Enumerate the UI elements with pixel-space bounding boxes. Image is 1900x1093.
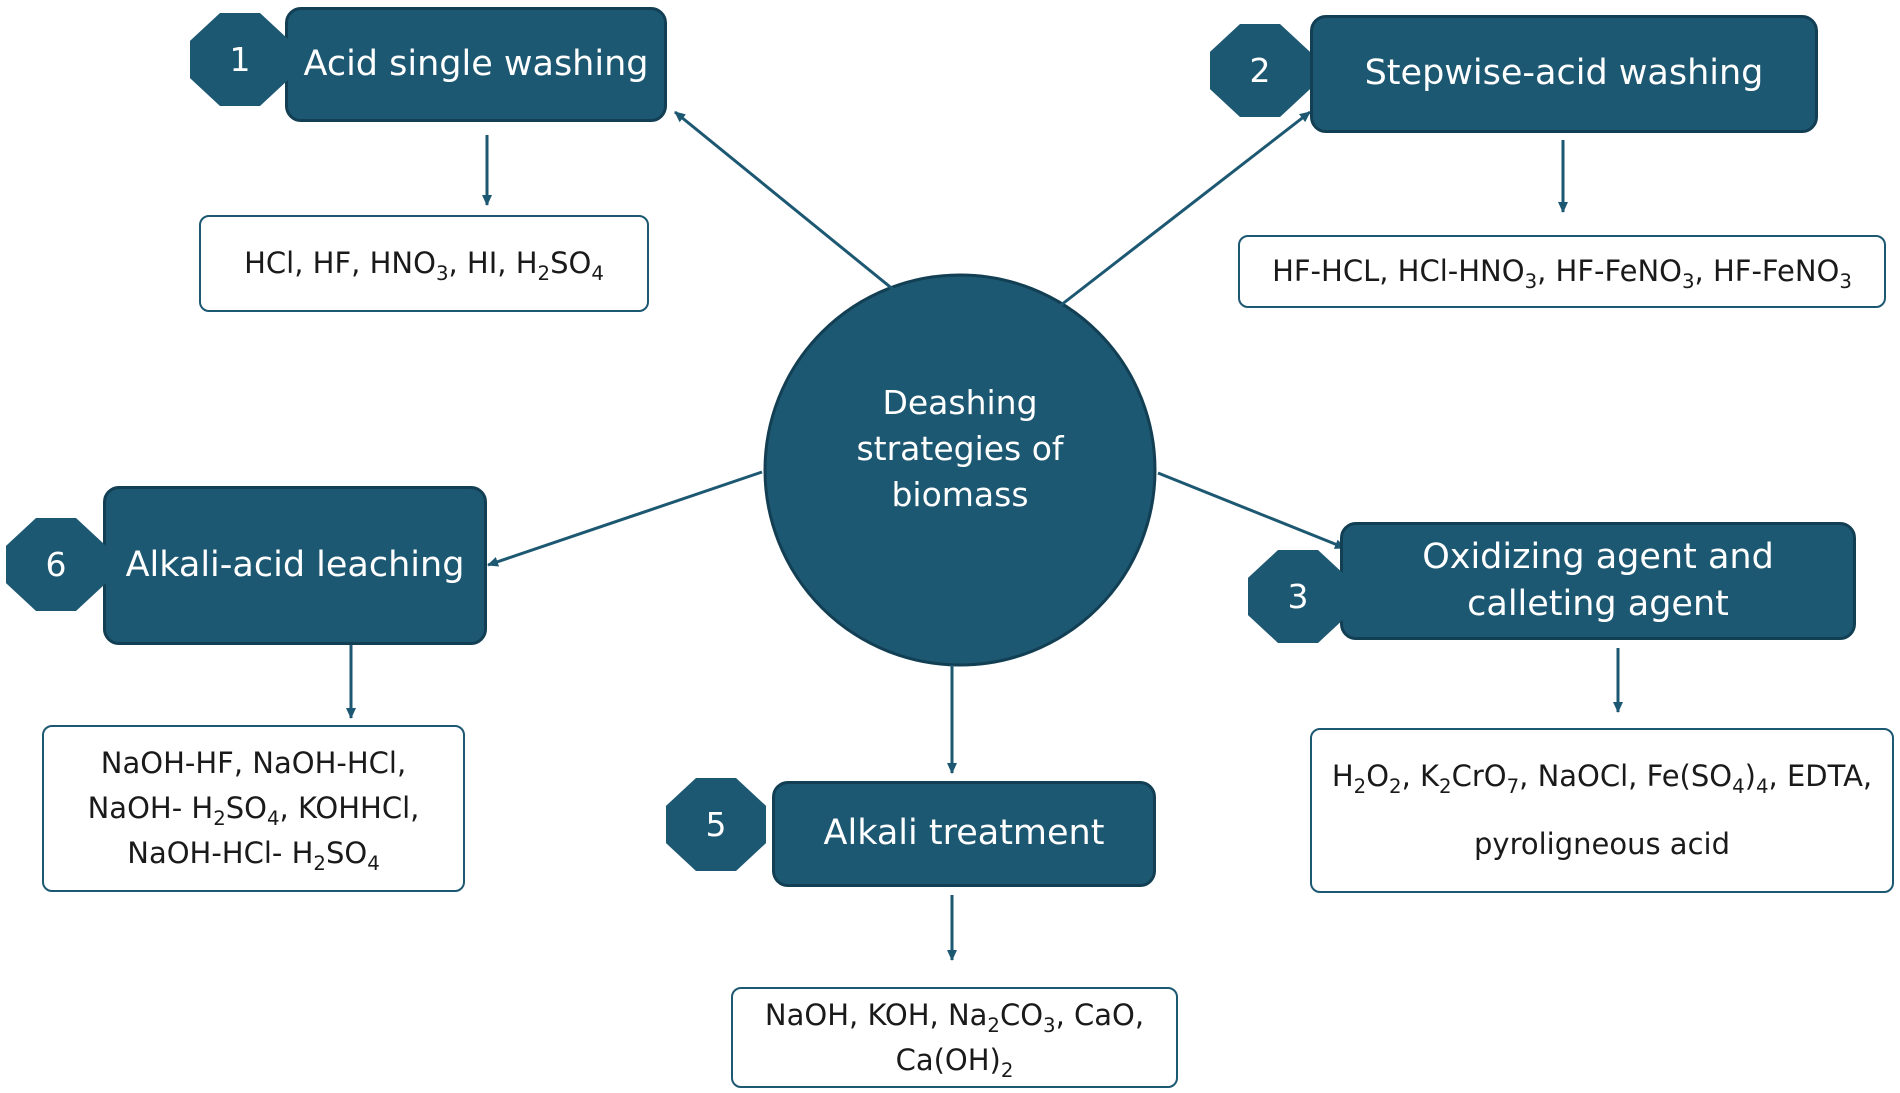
- strategy-5-header: Alkali treatment: [772, 781, 1156, 887]
- connector-to-alkali-acid-leaching: [487, 470, 763, 567]
- strategy-5-title: Alkali treatment: [823, 813, 1105, 854]
- strategy-2-agents: HF-HCL, HCl-HNO3, HF-FeNO3, HF-FeNO3: [1272, 254, 1852, 293]
- strategy-3-header: Oxidizing agent and calleting agent: [1340, 522, 1856, 640]
- strategy-5-number: 5: [705, 805, 727, 844]
- center-title-line-1: Deashing: [882, 383, 1038, 422]
- strategy-1-number: 1: [229, 40, 251, 79]
- strategy-6-number: 6: [45, 545, 67, 584]
- strategy-3-agents-line-2: pyroligneous acid: [1474, 826, 1730, 861]
- strategy-6-number-badge: 6: [6, 518, 106, 611]
- center-title-line-2: strategies of: [856, 429, 1064, 469]
- center-circle: [763, 273, 1157, 667]
- strategy-3-agents-line-1: H2O2, K2CrO7, NaOCl, Fe(SO4)4, EDTA,: [1331, 758, 1873, 798]
- strategy-2-agents-box: HF-HCL, HCl-HNO3, HF-FeNO3, HF-FeNO3: [1238, 235, 1886, 308]
- connector-to-oxidizing-agent: [1157, 471, 1346, 550]
- strategy-6-agents-line-1: NaOH-HF, NaOH-HCl,: [100, 746, 407, 781]
- strategy-5-agents-box: NaOH, KOH, Na2CO3, CaO, Ca(OH)2: [731, 987, 1178, 1088]
- strategy-1-number-badge: 1: [190, 13, 290, 106]
- strategy-2-number-badge: 2: [1210, 24, 1310, 117]
- strategy-2-number: 2: [1249, 51, 1271, 90]
- strategy-5-agents-line-1: NaOH, KOH, Na2CO3, CaO,: [764, 997, 1145, 1037]
- connector-to-stepwise-acid-washing: [1051, 110, 1311, 314]
- strategy-1-agents: HCl, HF, HNO3, HI, H2SO4: [244, 246, 604, 285]
- strategy-1-header: Acid single washing: [285, 7, 667, 122]
- strategy-6-agents-line-3: NaOH-HCl- H2SO4: [127, 835, 380, 875]
- strategy-5-number-badge: 5: [666, 778, 766, 871]
- strategy-3-number-badge: 3: [1248, 550, 1348, 643]
- strategy-3-number: 3: [1287, 577, 1309, 616]
- strategy-6-title: Alkali-acid leaching: [125, 544, 465, 585]
- strategy-1-agents-box: HCl, HF, HNO3, HI, H2SO4: [199, 215, 649, 312]
- strategy-5-agents-line-2: Ca(OH)2: [895, 1042, 1014, 1082]
- strategy-6-header: Alkali-acid leaching: [103, 486, 487, 645]
- connector-to-acid-single-washing: [674, 110, 901, 297]
- strategy-2-header: Stepwise-acid washing: [1310, 15, 1818, 133]
- center-title-line-3: biomass: [891, 475, 1029, 515]
- strategy-3-title: Oxidizing agent and calleting agent: [1422, 536, 1774, 624]
- strategy-6-agents-line-2: NaOH- H2SO4, KOHHCl,: [87, 791, 420, 830]
- strategy-3-agents-box: H2O2, K2CrO7, NaOCl, Fe(SO4)4, EDTA, pyr…: [1310, 728, 1894, 893]
- strategy-1-title: Acid single washing: [303, 43, 649, 84]
- strategy-6-agents-box: NaOH-HF, NaOH-HCl, NaOH- H2SO4, KOHHCl, …: [42, 725, 465, 892]
- center-title: Deashing strategies of biomass: [800, 380, 1120, 519]
- strategy-2-title: Stepwise-acid washing: [1364, 53, 1764, 94]
